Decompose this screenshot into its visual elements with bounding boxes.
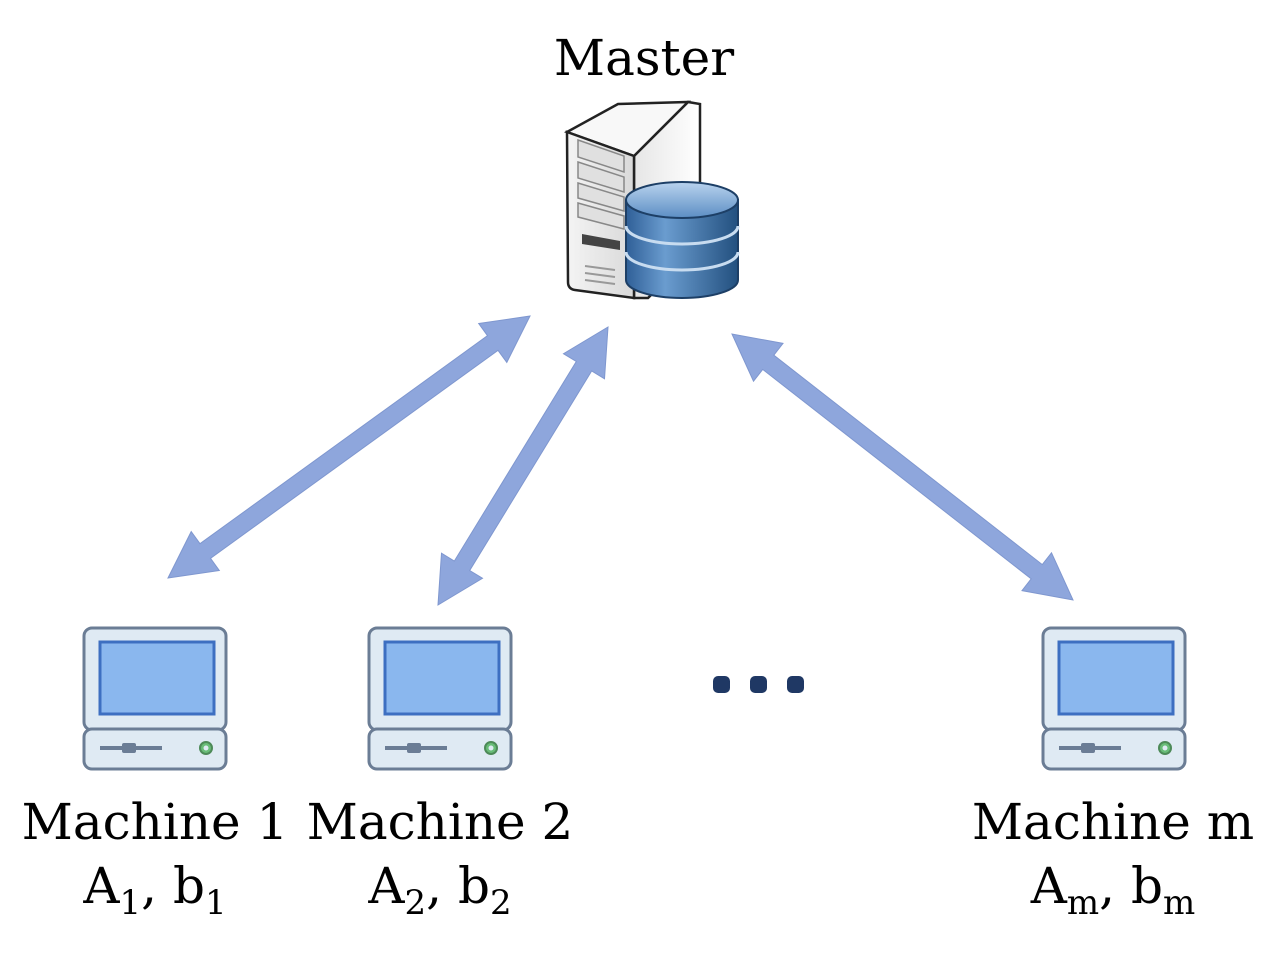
machine-1-matrix: A [83,857,120,915]
master-server-icon [563,100,740,300]
arrows-group [167,315,1074,606]
machine-1-name: Machine 1 [21,793,289,851]
machine-1-vector-subscript: 1 [204,882,227,923]
machine-1-matrix-subscript: 1 [119,882,142,923]
machine-2-vector-subscript: 2 [489,882,512,923]
machine-2-matrix-subscript: 2 [404,882,427,923]
arrow-master-machine-m [731,333,1074,601]
machine-m-label: Machine m Am, bm [971,793,1255,920]
machine-2-data: A2, b2 [307,861,574,920]
machine-m-matrix: A [1030,857,1067,915]
machine-1-vector: b [172,857,205,915]
machine-1-separator: , [141,857,173,915]
machine-m-separator: , [1099,857,1131,915]
machine-2-vector: b [457,857,490,915]
arrow-master-machine-1 [167,315,531,579]
machine-2-matrix: A [368,857,405,915]
machine-1-data: A1, b1 [22,861,289,920]
machine-m-vector-subscript: m [1162,882,1196,923]
master-label: Master [553,29,735,87]
machine-1-label: Machine 1 A1, b1 [21,793,289,920]
machine-2-separator: , [426,857,458,915]
ellipsis-icon [713,676,804,693]
machine-2-label: Machine 2 A2, b2 [306,793,574,920]
machine-1-computer-icon [82,626,228,771]
machine-m-data: Am, bm [972,861,1254,920]
machine-m-vector: b [1130,857,1163,915]
machine-m-matrix-subscript: m [1066,882,1100,923]
machine-m-name: Machine m [971,793,1255,851]
machine-2-computer-icon [367,626,513,771]
arrow-master-machine-2 [437,326,609,606]
machine-2-name: Machine 2 [306,793,574,851]
machine-m-computer-icon [1041,626,1187,771]
